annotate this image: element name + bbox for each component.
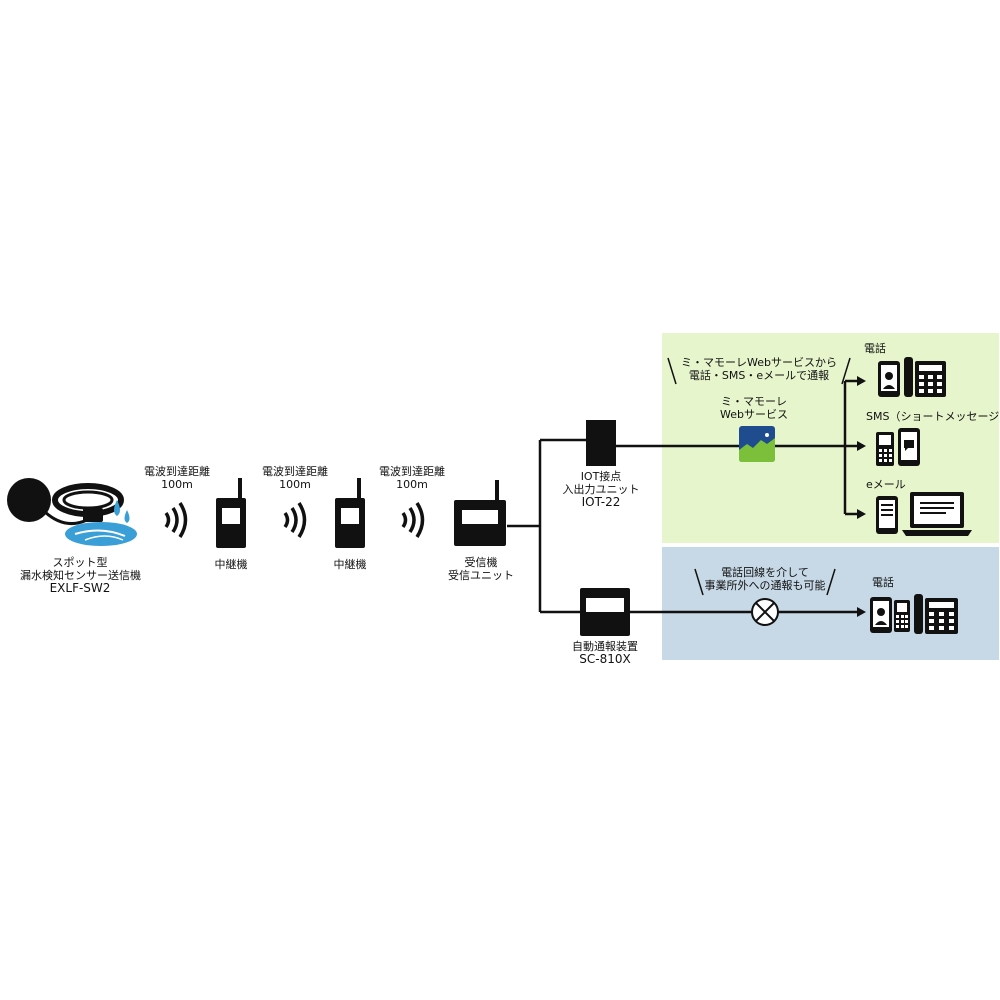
smartphone-icon <box>870 597 892 633</box>
desk-phone-icon <box>904 357 946 397</box>
phone-label-line: 電話 <box>872 576 894 589</box>
mimamore-app-icon <box>739 426 775 462</box>
flip-phone-icon <box>876 432 894 466</box>
sms-label: SMS（ショートメッセージ） <box>866 410 1000 423</box>
repeater-icon <box>216 478 246 548</box>
receiver-icon <box>454 480 506 546</box>
callout-brackets <box>694 568 836 596</box>
radio-range-label-1: 電波到達距離 100m <box>144 465 210 491</box>
receiver-label: 受信機 受信ユニット <box>448 556 514 582</box>
email-label: eメール <box>866 478 906 491</box>
radio-range-label-2: 電波到達距離 100m <box>262 465 328 491</box>
repeater-label-1: 中継機 <box>214 558 248 571</box>
auto-dialer-label: 自動通報装置 SC-810X <box>572 640 638 666</box>
phone-line-callout-text: 電話回線を介して 事業所外への通報も可能 <box>704 566 826 592</box>
radio-wave-icon <box>164 502 188 538</box>
radio-range-label-3: 電波到達距離 100m <box>379 465 445 491</box>
sensor-label: スポット型 漏水検知センサー送信機 EXLF-SW2 <box>20 556 141 595</box>
smartphone-message-icon <box>898 428 920 466</box>
callout-brackets <box>667 357 851 385</box>
repeater-icon <box>335 478 365 548</box>
smartphone-icon <box>878 361 900 397</box>
laptop-icon <box>902 492 972 536</box>
radio-wave-icon <box>283 502 307 538</box>
web-callout-text: ミ・マモーレWebサービスから 電話・SMS・eメールで通報 <box>681 356 837 382</box>
line-crossing-icon <box>751 598 779 626</box>
web-service-label: ミ・マモーレ Webサービス <box>720 395 788 421</box>
flip-phone-icon <box>894 600 910 632</box>
iot-unit-label: IOT接点 入出力ユニット IOT-22 <box>562 470 640 509</box>
iot-unit-icon <box>586 420 616 466</box>
smartphone-icon <box>876 496 898 534</box>
leak-sensor-icon <box>7 478 137 546</box>
radio-wave-icon <box>401 502 425 538</box>
repeater-label-2: 中継機 <box>333 558 367 571</box>
auto-dialer-icon <box>580 588 630 636</box>
phone-label-web: 電話 <box>864 342 886 355</box>
desk-phone-icon <box>914 594 958 634</box>
